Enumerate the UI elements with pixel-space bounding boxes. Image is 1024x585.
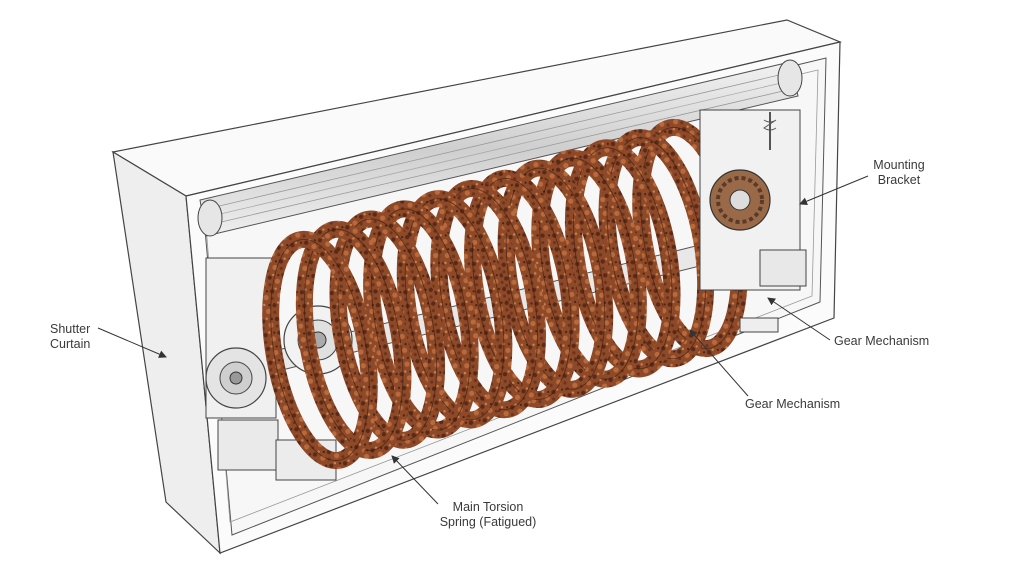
torsion-spring-illustration: [262, 118, 748, 470]
spring-coil-edge: [539, 157, 639, 380]
label-gear-mechanism-center: Gear Mechanism: [745, 397, 840, 412]
label-gear-mechanism-right: Gear Mechanism: [834, 334, 929, 349]
label-shutter-curtain: Shutter Curtain: [50, 322, 90, 352]
label-line: Shutter: [50, 322, 91, 336]
spring-coil-edge: [505, 167, 606, 390]
roller-drum-icon: [197, 59, 803, 237]
label-line: Spring (Fatigued): [439, 515, 537, 529]
spring-coil-edge: [303, 228, 404, 451]
label-line: Bracket: [877, 173, 921, 187]
spring-coil-edge: [438, 188, 538, 411]
label-line: Curtain: [50, 337, 91, 351]
label-line: Mounting: [873, 158, 925, 172]
label-line: Gear Mechanism: [745, 397, 841, 411]
spring-coil-edge: [371, 208, 471, 431]
spring-coil-edge: [337, 218, 438, 441]
leader-lines: [97, 175, 869, 505]
label-line: Main Torsion: [452, 500, 524, 514]
spring-coil-edge: [472, 177, 572, 400]
spring-coil-edge: [572, 147, 673, 370]
right-gear-assembly: [699, 109, 807, 333]
label-line: Gear Mechanism: [834, 334, 930, 348]
label-mounting-bracket: Mounting Bracket: [866, 158, 932, 188]
gear-icon: [709, 169, 771, 231]
spring-coil-edge: [270, 238, 370, 462]
spring-coil-edge: [404, 198, 505, 421]
label-main-torsion-spring: Main Torsion Spring (Fatigued): [432, 500, 544, 530]
